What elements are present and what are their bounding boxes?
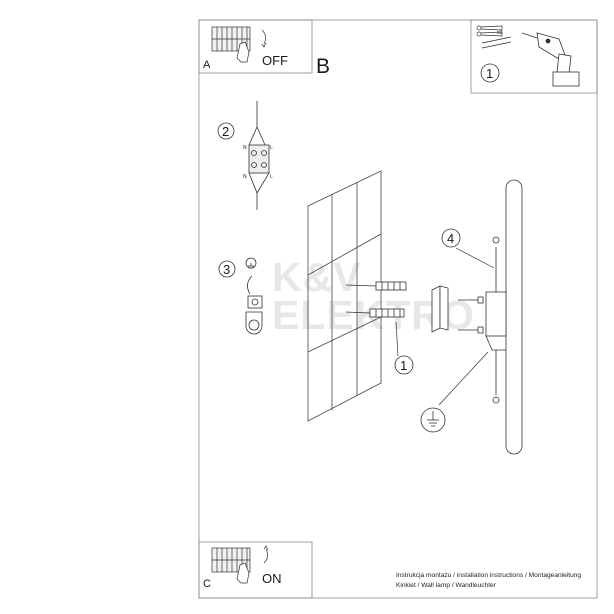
tools-quantity: x2	[497, 30, 503, 36]
box-c-state: ON	[262, 571, 282, 586]
step-2-number: 2	[222, 124, 230, 139]
box-a-state: OFF	[262, 53, 288, 68]
footer-line-2: Kinkiet / Wall lamp / Wandleuchter	[396, 582, 496, 589]
step-4-number: 4	[447, 231, 455, 246]
earth-leader	[438, 351, 489, 406]
terminal-block-icon	[248, 101, 270, 210]
wall-lamp	[485, 179, 523, 455]
mounting-bracket	[431, 285, 449, 333]
earth-connection-icon	[245, 257, 263, 335]
wire-label-n-top: N	[243, 145, 247, 151]
step-1-leader	[395, 321, 399, 357]
wire-label-n-bottom: N	[243, 174, 247, 180]
earth-symbol-icon	[427, 411, 439, 427]
section-b-letter: B	[316, 55, 331, 78]
box-c	[198, 541, 313, 599]
tools-step-circle	[480, 63, 500, 83]
wall-plugs-icon	[476, 25, 503, 37]
wire-label-l-top: L	[270, 145, 273, 151]
footer-line-1: Instrukcja montażu / installation instru…	[396, 572, 582, 579]
screws-icon	[481, 36, 512, 49]
box-a	[198, 19, 313, 74]
box-c-letter: C	[203, 578, 211, 590]
watermark-line-1: K&V	[272, 254, 362, 300]
fuse-switch-off-icon	[211, 26, 267, 63]
step-1-circle	[394, 355, 414, 375]
step-4-leader	[455, 247, 495, 269]
tools-step-number: 1	[486, 66, 494, 81]
step-1-number: 1	[400, 358, 408, 373]
step-4-circle	[441, 228, 461, 248]
step-2-circle	[217, 122, 235, 140]
page-frame	[198, 19, 598, 599]
step-3-number: 3	[223, 262, 231, 277]
wall-tiles	[307, 170, 382, 422]
drill-icon	[521, 32, 580, 87]
wire-label-l-bottom: L	[270, 174, 273, 180]
box-a-letter: A	[203, 59, 211, 71]
fuse-switch-on-icon	[211, 545, 269, 584]
tools-box	[470, 19, 598, 94]
anchor-plugs	[345, 281, 407, 318]
step-3-circle	[218, 260, 236, 278]
bracket-screws	[458, 296, 484, 334]
